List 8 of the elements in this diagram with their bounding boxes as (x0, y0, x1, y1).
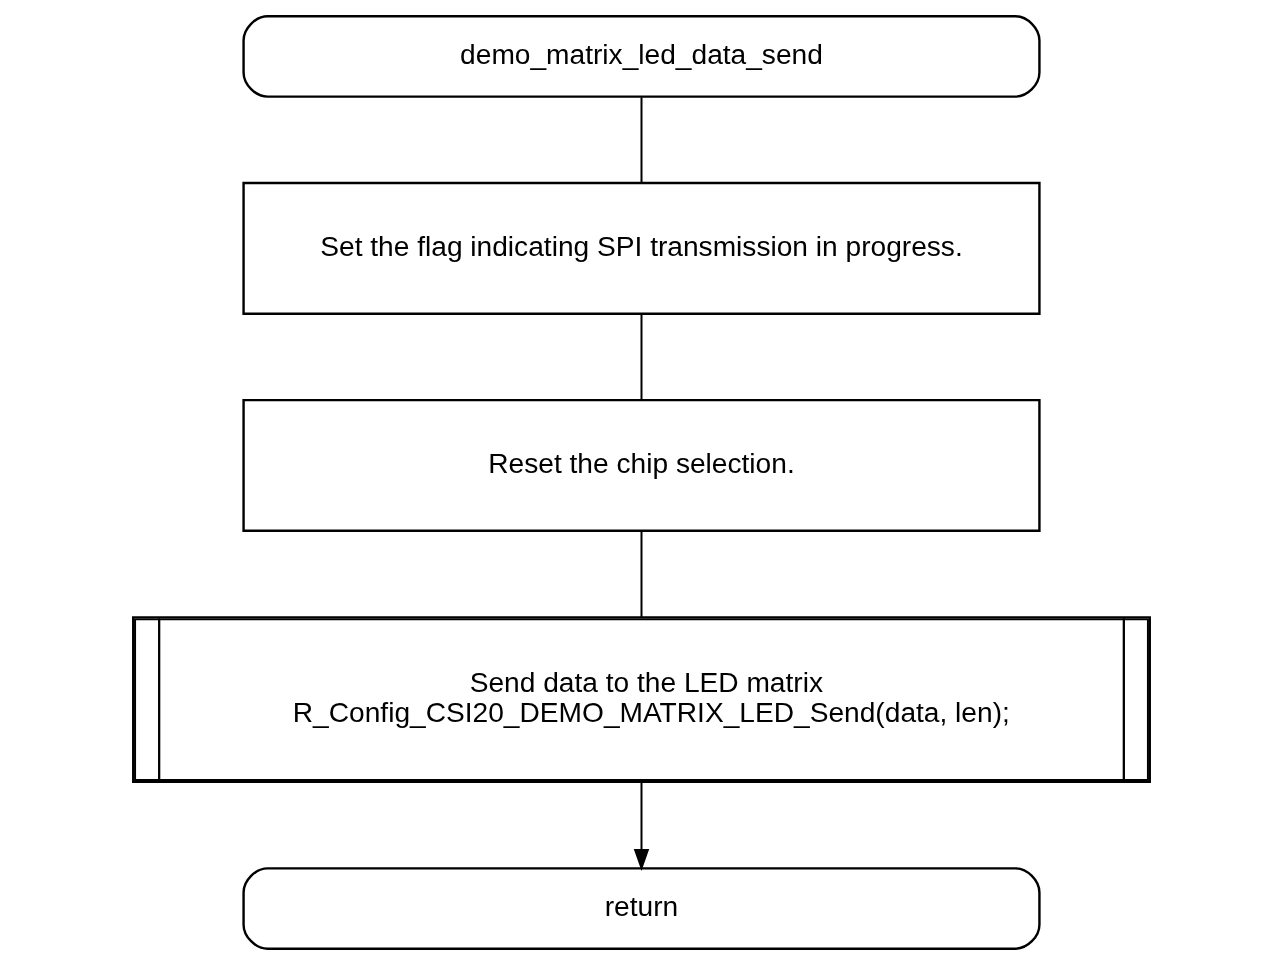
connector (640, 530, 642, 617)
connector (640, 313, 642, 400)
node-box: demo_matrix_led_data_send (241, 15, 1041, 98)
node-box: Set the flag indicating SPI transmission in progress. (241, 181, 1041, 315)
connector (640, 97, 642, 183)
node-box: Reset the chip selection. (241, 398, 1041, 532)
arrow (633, 782, 649, 872)
node-box: return (241, 867, 1041, 950)
